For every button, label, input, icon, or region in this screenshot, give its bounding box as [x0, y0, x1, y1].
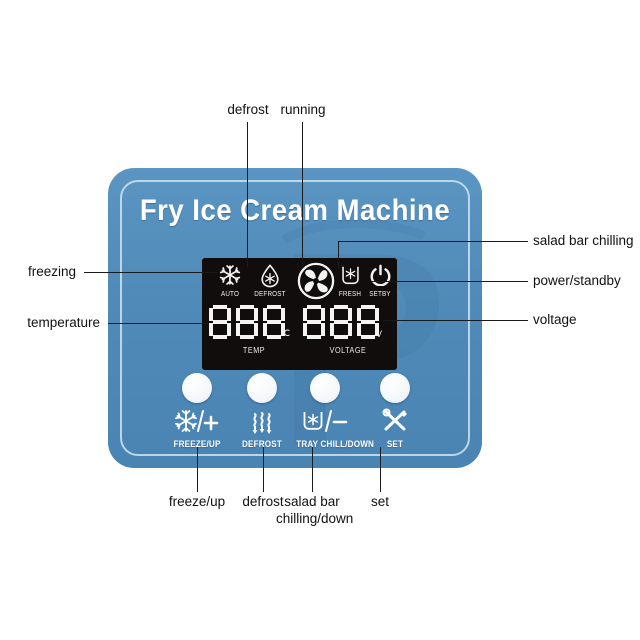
button-row: FREEZE/UP: [108, 373, 482, 451]
temperature-readout: ℃ TEMP: [208, 305, 300, 355]
panel-inner-border: [120, 180, 470, 456]
callout-salad-bar-chilling-down-line1: salad bar: [284, 494, 340, 509]
status-running: [294, 262, 338, 300]
leader-defrost-top: [247, 122, 248, 267]
status-defrost-label: DEFROST: [254, 291, 286, 298]
control-panel: Fry Ice Cream Machine: [108, 168, 482, 468]
temperature-label: TEMP: [242, 346, 266, 355]
callout-running: running: [280, 102, 326, 117]
leader-salad-bar-chilling-down: [312, 447, 313, 492]
button-defrost-knob[interactable]: [247, 373, 277, 403]
snowflake-plus-icon: [165, 408, 229, 438]
status-setby-label: SETBY: [369, 291, 391, 298]
panel-title: Fry Ice Cream Machine: [139, 194, 451, 227]
callout-defrost-top: defrost: [227, 102, 269, 117]
leader-defrost-bottom: [263, 447, 264, 492]
voltage-readout: V VOLTAGE: [302, 305, 394, 355]
leader-set: [380, 447, 381, 492]
seven-segment-digit: [235, 305, 259, 339]
fan-icon: [294, 262, 338, 300]
seven-segment-digit: [208, 305, 232, 339]
callout-set: set: [370, 494, 389, 509]
lcd-status-icons: AUTO DEFROST: [202, 262, 397, 308]
status-fresh: FRESH: [330, 264, 370, 299]
power-icon: [362, 264, 398, 290]
button-tray-chill-down[interactable]: TRAY CHILL/DOWN: [293, 373, 375, 449]
callout-freezing: freezing: [27, 264, 76, 279]
seven-segment-digit: [262, 305, 286, 339]
tray-minus-icon: [293, 408, 357, 438]
button-set[interactable]: SET: [363, 373, 427, 449]
button-freeze-up-knob[interactable]: [182, 373, 212, 403]
button-tray-chill-down-label: TRAY CHILL/DOWN: [296, 439, 375, 449]
leader-power-standby: [371, 281, 528, 282]
button-freeze-up-label: FREEZE/UP: [173, 439, 221, 449]
button-freeze-up[interactable]: FREEZE/UP: [165, 373, 229, 449]
leader-salad-bar-chilling: [338, 241, 528, 242]
tray-snowflake-icon: [330, 264, 370, 290]
leader-freeze-up: [197, 447, 198, 492]
leader-temperature: [108, 323, 208, 324]
temperature-unit: ℃: [280, 328, 291, 338]
tools-icon: [363, 408, 427, 438]
button-tray-chill-down-knob[interactable]: [310, 373, 340, 403]
voltage-digits: [302, 305, 380, 339]
droplet-snowflake-icon: [248, 264, 292, 290]
callout-voltage: voltage: [533, 312, 577, 327]
button-defrost[interactable]: DEFROST: [230, 373, 294, 449]
snowflake-icon: [210, 264, 250, 290]
callout-freeze-up: freeze/up: [168, 494, 226, 509]
button-defrost-label: DEFROST: [242, 439, 282, 449]
status-auto-label: AUTO: [220, 291, 240, 298]
seven-segment-digit: [356, 305, 380, 339]
temperature-digits: [208, 305, 286, 339]
lcd-readouts: ℃ TEMP: [202, 305, 397, 365]
leader-voltage: [383, 320, 528, 321]
leader-salad-bar-chilling-drop: [338, 241, 339, 269]
seven-segment-digit: [302, 305, 326, 339]
callout-salad-bar-chilling: salad bar chilling: [533, 233, 634, 248]
voltage-label: VOLTAGE: [329, 346, 367, 355]
button-set-knob[interactable]: [380, 373, 410, 403]
callout-defrost-bottom: defrost: [242, 494, 284, 509]
leader-running: [302, 122, 303, 267]
defrost-waves-icon: [230, 408, 294, 438]
status-setby: SETBY: [362, 264, 398, 299]
callout-temperature: temperature: [27, 315, 100, 330]
seven-segment-digit: [329, 305, 353, 339]
callout-salad-bar-chilling-down-line2: chilling/down: [276, 511, 354, 526]
lcd-display: AUTO DEFROST: [202, 258, 397, 370]
status-auto: AUTO: [210, 264, 250, 299]
status-defrost: DEFROST: [248, 264, 292, 299]
status-fresh-label: FRESH: [338, 291, 362, 298]
leader-freezing: [84, 272, 217, 273]
callout-power-standby: power/standby: [533, 273, 621, 288]
button-set-label: SET: [386, 439, 404, 449]
voltage-unit: V: [376, 329, 383, 339]
